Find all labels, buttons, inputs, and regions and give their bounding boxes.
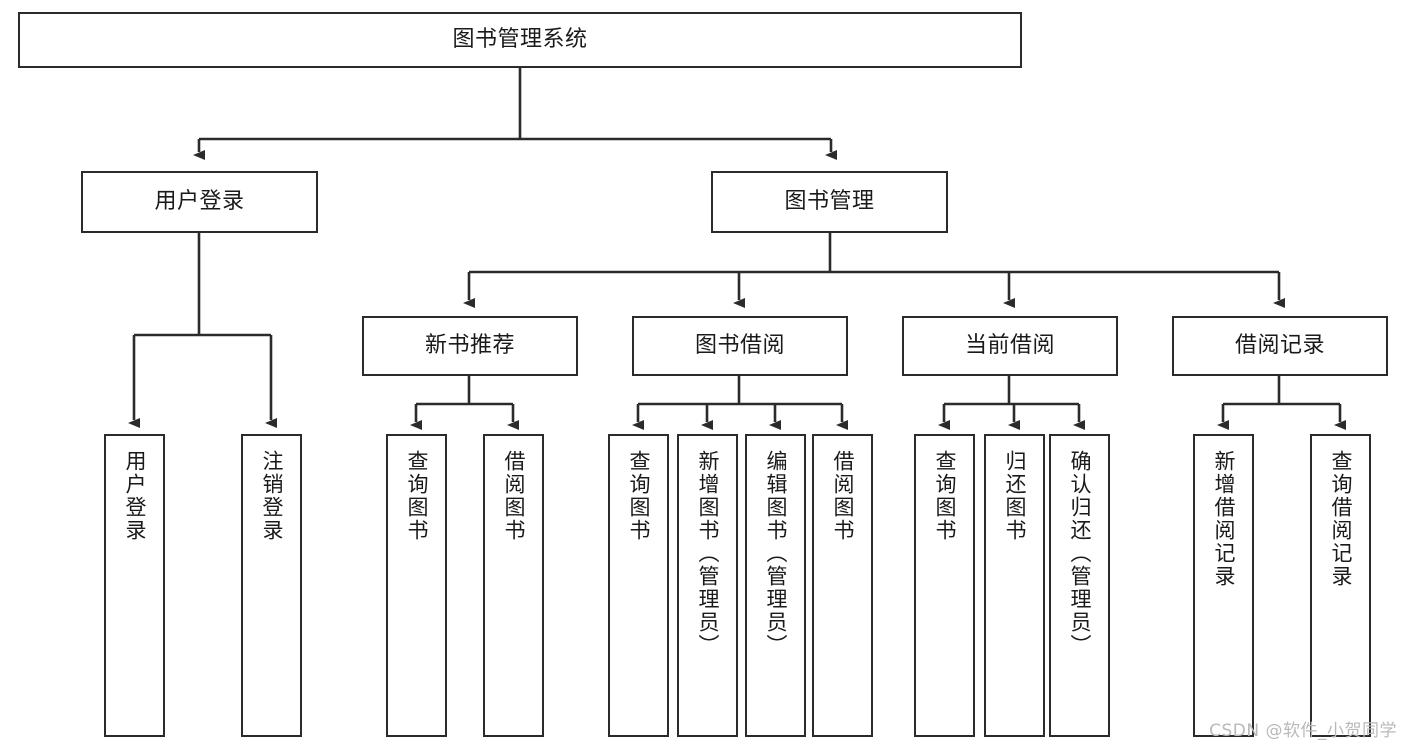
- node-leaf-borrow-borrow-book-label: 借阅图书: [831, 450, 855, 542]
- node-leaf-user-logout[interactable]: 注销登录: [241, 434, 302, 737]
- node-new-book-rec[interactable]: 新书推荐: [362, 316, 578, 376]
- node-leaf-borrow-add-book[interactable]: 新增图书（管理员）: [677, 434, 738, 737]
- node-leaf-cur-query-book[interactable]: 查询图书: [914, 434, 975, 737]
- node-book-borrow[interactable]: 图书借阅: [632, 316, 848, 376]
- node-leaf-rec-borrow-book[interactable]: 借阅图书: [483, 434, 544, 737]
- node-leaf-rec-query-record[interactable]: 查询借阅记录: [1310, 434, 1371, 737]
- node-book-borrow-label: 图书借阅: [694, 333, 785, 359]
- node-leaf-rec-query-book-label: 查询图书: [405, 450, 429, 542]
- node-leaf-cur-return-book[interactable]: 归还图书: [984, 434, 1045, 737]
- node-root[interactable]: 图书管理系统: [18, 12, 1022, 68]
- node-leaf-rec-add-record-label: 新增借阅记录: [1212, 450, 1236, 588]
- node-leaf-borrow-query-book-label: 查询图书: [627, 450, 651, 542]
- node-borrow-record[interactable]: 借阅记录: [1172, 316, 1388, 376]
- node-user-login-label: 用户登录: [154, 189, 245, 215]
- node-leaf-rec-query-record-label: 查询借阅记录: [1329, 450, 1353, 588]
- node-leaf-cur-query-book-label: 查询图书: [933, 450, 957, 542]
- node-leaf-borrow-borrow-book[interactable]: 借阅图书: [812, 434, 873, 737]
- node-new-book-rec-label: 新书推荐: [424, 333, 515, 359]
- node-leaf-user-login[interactable]: 用户登录: [104, 434, 165, 737]
- node-current-borrow-label: 当前借阅: [964, 333, 1055, 359]
- node-leaf-rec-add-record[interactable]: 新增借阅记录: [1193, 434, 1254, 737]
- node-leaf-user-login-label: 用户登录: [123, 450, 147, 542]
- node-leaf-borrow-edit-book-label: 编辑图书（管理员）: [764, 450, 788, 657]
- node-user-login[interactable]: 用户登录: [81, 171, 318, 233]
- node-borrow-record-label: 借阅记录: [1234, 333, 1325, 359]
- node-root-label: 图书管理系统: [452, 27, 588, 53]
- node-book-manage[interactable]: 图书管理: [711, 171, 948, 233]
- node-leaf-rec-query-book[interactable]: 查询图书: [386, 434, 447, 737]
- node-leaf-rec-borrow-book-label: 借阅图书: [502, 450, 526, 542]
- node-leaf-cur-return-book-label: 归还图书: [1003, 450, 1027, 542]
- node-leaf-borrow-query-book[interactable]: 查询图书: [608, 434, 669, 737]
- node-leaf-cur-confirm-return[interactable]: 确认归还（管理员）: [1049, 434, 1110, 737]
- node-leaf-user-logout-label: 注销登录: [260, 450, 284, 542]
- node-book-manage-label: 图书管理: [784, 189, 875, 215]
- node-leaf-borrow-edit-book[interactable]: 编辑图书（管理员）: [745, 434, 806, 737]
- node-current-borrow[interactable]: 当前借阅: [902, 316, 1118, 376]
- node-leaf-cur-confirm-return-label: 确认归还（管理员）: [1068, 450, 1092, 657]
- node-leaf-borrow-add-book-label: 新增图书（管理员）: [696, 450, 720, 657]
